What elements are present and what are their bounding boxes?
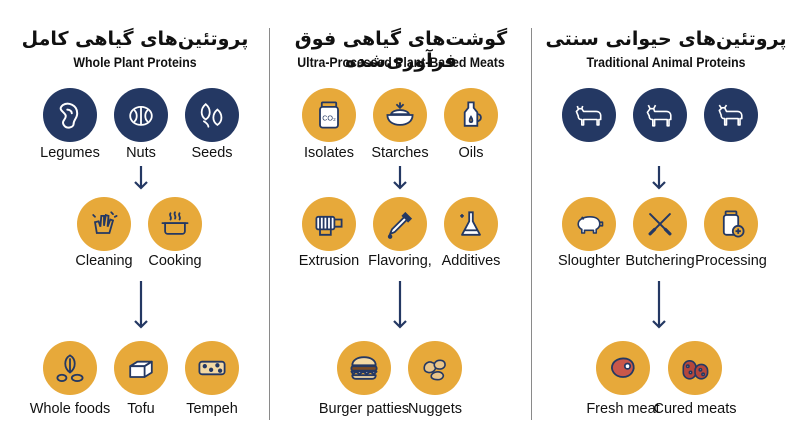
flask-icon	[444, 197, 498, 251]
flow-arrow	[393, 281, 407, 329]
tofu-icon	[114, 341, 168, 395]
column-divider	[269, 28, 270, 420]
product-label: Tempeh	[186, 401, 238, 417]
column-title-fa: پروتئین‌های حیوانی سنتی	[545, 28, 787, 50]
seeds-icon	[185, 88, 239, 142]
process-label: Butchering	[625, 253, 695, 269]
extruder-icon	[302, 197, 356, 251]
flow-arrow	[134, 166, 148, 190]
cleaning-glove-icon	[77, 197, 131, 251]
whole-foods-icon	[43, 341, 97, 395]
pig-icon	[562, 197, 616, 251]
product-label: Burger patties	[318, 401, 410, 417]
column-title-en: Ultra-Processed Plant-Based Meats	[297, 54, 505, 70]
column-title-en: Whole Plant Proteins	[73, 54, 197, 70]
product-label: Tofu	[127, 401, 155, 417]
processing-jar-icon	[704, 197, 758, 251]
calf-icon	[704, 88, 758, 142]
cow-icon	[562, 88, 616, 142]
process-label: Additives	[441, 253, 501, 269]
column-title-fa: گوشت‌های گیاهی فوق فرآوری‌شده	[294, 28, 508, 72]
product-label: Nuggets	[407, 401, 462, 417]
process-label: Flavoring,	[368, 253, 432, 269]
sausage-icon	[668, 341, 722, 395]
flow-arrow	[393, 166, 407, 190]
flow-arrow	[652, 281, 666, 329]
column-whole-plant: پروتئین‌های گیاهی کامل Whole Plant Prote…	[0, 0, 270, 447]
nuggets-icon	[408, 341, 462, 395]
burger-icon	[337, 341, 391, 395]
column-title-fa: پروتئین‌های گیاهی کامل	[21, 28, 249, 50]
jar-text: CO₂	[322, 113, 336, 122]
crossed-knives-icon	[633, 197, 687, 251]
steak-icon	[596, 341, 650, 395]
source-label: Nuts	[126, 145, 156, 161]
source-label: Isolates	[304, 145, 354, 161]
source-label: Seeds	[191, 145, 233, 161]
source-label: Oils	[458, 145, 484, 161]
process-label: Cleaning	[75, 253, 133, 269]
starch-bowl-icon	[373, 88, 427, 142]
co2-jar-icon: CO₂	[302, 88, 356, 142]
process-label: Sloughter	[557, 253, 621, 269]
process-label: Extrusion	[298, 253, 360, 269]
bull-icon	[633, 88, 687, 142]
product-label: Whole foods	[29, 401, 111, 417]
column-divider	[531, 28, 532, 420]
source-label: Starches	[371, 145, 429, 161]
dropper-icon	[373, 197, 427, 251]
flow-arrow	[652, 166, 666, 190]
process-label: Cooking	[148, 253, 202, 269]
source-label: Legumes	[40, 145, 100, 161]
column-ultra-processed: گوشت‌های گیاهی فوق فرآوری‌شده Ultra-Proc…	[270, 0, 532, 447]
flow-arrow	[134, 281, 148, 329]
walnut-icon	[114, 88, 168, 142]
column-animal: پروتئین‌های حیوانی سنتی Traditional Anim…	[532, 0, 800, 447]
product-label: Cured meats	[653, 401, 737, 417]
oil-bottle-icon	[444, 88, 498, 142]
bean-icon	[43, 88, 97, 142]
tempeh-icon	[185, 341, 239, 395]
column-title-en: Traditional Animal Proteins	[586, 54, 746, 70]
cooking-pot-icon	[148, 197, 202, 251]
product-label: Fresh meat	[586, 401, 660, 417]
process-label: Processing	[695, 253, 767, 269]
